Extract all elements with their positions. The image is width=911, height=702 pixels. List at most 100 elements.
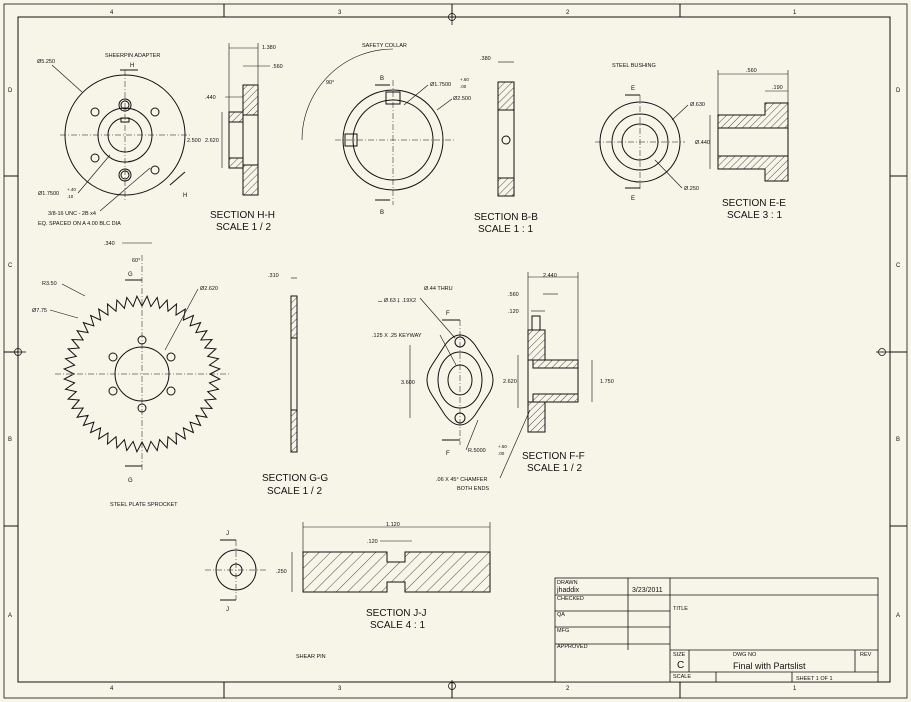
collar-section-label: SECTION B-B: [474, 212, 538, 223]
sprocket-hub: Ø2.620: [200, 286, 218, 292]
flange-chamfer-1: .06 X 45° CHAMFER: [436, 477, 487, 483]
collar-od-label: Ø2.500: [453, 96, 471, 102]
zone-left-b: B: [8, 437, 12, 443]
sheerpin-marker-bottom: H: [183, 193, 187, 199]
flange-radius: R.5000: [468, 448, 486, 454]
sheerpin-bore-tol-up: +.40: [67, 187, 76, 192]
sprocket-marker-top: G: [128, 272, 133, 278]
flange-height: 3.600: [401, 380, 415, 386]
shearpin-groove: .120: [367, 539, 378, 545]
collar-marker-top: B: [380, 76, 384, 82]
sheerpin-bore-tol-dn: .10: [67, 194, 74, 199]
zone-right-b: B: [896, 437, 900, 443]
zone-right-a: A: [896, 613, 900, 619]
collar-marker-bottom: B: [380, 210, 384, 216]
flange-marker-top: F: [446, 311, 450, 317]
zone-top-1: 1: [793, 10, 797, 16]
tb-mfg-label: MFG: [557, 628, 569, 634]
sprocket-scale: SCALE 1 / 2: [267, 486, 322, 497]
zone-top-3: 3: [338, 10, 342, 16]
zone-top-4: 4: [110, 10, 114, 16]
zone-left-d: D: [8, 88, 13, 94]
flange-c: 2.620: [503, 379, 517, 385]
tb-drawn-by: jhaddix: [556, 587, 580, 594]
sprocket-marker-bottom: G: [128, 478, 133, 484]
tb-size-value: C: [677, 660, 684, 671]
collar-width: .380: [480, 56, 491, 62]
collar-bore-tol-up: +.60: [460, 77, 469, 82]
zone-labels: 4 3 2 1 4 3 2 1 D C B A D C B A: [8, 10, 901, 692]
collar-title: SAFETY COLLAR: [362, 43, 407, 49]
safety-collar-view: SAFETY COLLAR 90° B B Ø1.7500 +.60 .00 Ø…: [301, 43, 538, 235]
shearpin-scale: SCALE 4 : 1: [370, 620, 425, 631]
collar-bore-tol-dn: .00: [460, 84, 467, 89]
sheerpin-dim-b: .560: [272, 64, 283, 70]
sprocket-section-label: SECTION G-G: [262, 473, 328, 484]
flange-marker-bottom: F: [446, 451, 450, 457]
zone-left-a: A: [8, 613, 12, 619]
zone-bottom-2: 2: [566, 686, 570, 692]
collar-scale: SCALE 1 : 1: [478, 224, 533, 235]
zone-right-d: D: [896, 88, 901, 94]
sprocket-plate: .310: [268, 273, 279, 279]
sheerpin-dim-a: 1.380: [262, 45, 276, 51]
flange-len: 2.440: [543, 273, 557, 279]
flange-chamfer-2: BOTH ENDS: [457, 486, 489, 492]
sprocket-radius: R3.50: [42, 281, 57, 287]
flange-view: F F Ø.44 THRU ⌴ Ø.63 ↧ .19X2 .125 X .25 …: [372, 272, 614, 492]
tb-checked-label: CHECKED: [557, 596, 584, 602]
tb-dwg-value: Final with Partslist: [733, 661, 806, 671]
drawing-frame: [3, 3, 908, 699]
bushing-title: STEEL BUSHING: [612, 63, 656, 69]
tb-sheet-label: SHEET 1 OF 1: [796, 676, 833, 682]
flange-scale: SCALE 1 / 2: [527, 463, 582, 474]
sheerpin-scale: SCALE 1 / 2: [216, 222, 271, 233]
bushing-height: Ø.440: [695, 140, 710, 146]
sheerpin-dim-c: .440: [205, 95, 216, 101]
zone-bottom-3: 3: [338, 686, 342, 692]
tb-qa-label: QA: [557, 612, 565, 618]
flange-thru: Ø.44 THRU: [424, 286, 453, 292]
tb-scale-label: SCALE: [673, 674, 691, 680]
sprocket-angle: 60°: [132, 258, 140, 264]
zone-bottom-1: 1: [793, 686, 797, 692]
bushing-flange: .190: [772, 85, 783, 91]
flange-b: .120: [508, 309, 519, 315]
flange-radius-tol-dn: .00: [498, 451, 505, 456]
zone-top-2: 2: [566, 10, 570, 16]
flange-section-label: SECTION F-F: [522, 451, 585, 462]
shearpin-marker-top: J: [226, 531, 229, 537]
shearpin-marker-bottom: J: [226, 607, 229, 613]
bushing-id-label: Ø.250: [684, 186, 699, 192]
tb-size-label: SIZE: [673, 652, 686, 658]
steel-bushing-view: STEEL BUSHING E E Ø.630 Ø.250 .560 .190 …: [595, 63, 789, 221]
flange-a: .560: [508, 292, 519, 298]
bushing-od-label: Ø.630: [690, 102, 705, 108]
sprocket-od: Ø7.75: [32, 308, 47, 314]
sheerpin-title: SHEERPIN ADAPTER: [105, 53, 160, 59]
zone-right-c: C: [896, 263, 901, 269]
flange-d: 1.750: [600, 379, 614, 385]
sheerpin-dim-e: 2.620: [205, 138, 219, 144]
tb-drawn-label: DRAWN: [557, 580, 578, 586]
bushing-marker-top: E: [631, 86, 635, 92]
tb-title-label: TITLE: [673, 606, 688, 612]
tb-drawn-date: 3/23/2011: [632, 587, 663, 594]
sheerpin-section-label: SECTION H-H: [210, 210, 275, 221]
sprocket-view: G G 60° .340 R3.50 Ø7.75 Ø2.620 STEEL PL…: [32, 241, 328, 508]
shearpin-dia: .250: [276, 569, 287, 575]
bushing-section-label: SECTION E-E: [722, 198, 786, 209]
tb-rev-label: REV: [860, 652, 872, 658]
shearpin-len: 1.120: [386, 522, 400, 528]
shearpin-title: SHEAR PIN: [296, 654, 326, 660]
sheerpin-od-label: Ø5.250: [37, 59, 55, 65]
flange-radius-tol-up: +.50: [498, 444, 507, 449]
title-block: DRAWN jhaddix 3/23/2011 CHECKED QA MFG A…: [554, 577, 879, 683]
sprocket-title: STEEL PLATE SPROCKET: [110, 502, 178, 508]
shear-pin-view: J J 1.120 .120 .250 SECTION J-J SCALE 4 …: [205, 522, 491, 660]
bushing-len: .560: [746, 68, 757, 74]
flange-keyway: .125 X .25 KEYWAY: [372, 333, 422, 339]
centering-marks: [10, 9, 890, 696]
bushing-scale: SCALE 3 : 1: [727, 210, 782, 221]
